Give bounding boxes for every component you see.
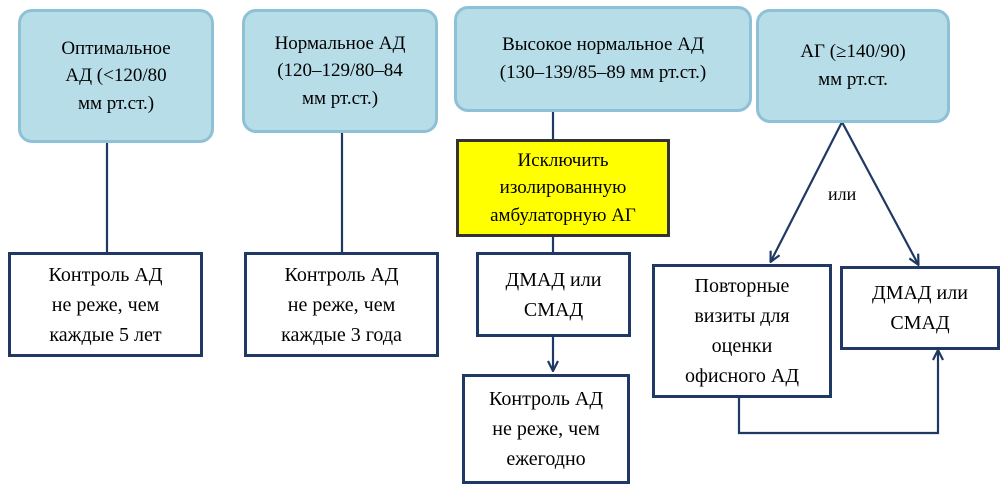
action-control-every-5-years: Контроль АД не реже, чем каждые 5 лет — [8, 252, 203, 357]
category-hypertension-text: АГ (≥140/90) мм рт.ст. — [800, 41, 906, 90]
category-high-normal-text: Высокое нормальное АД (130–139/85–89 мм … — [499, 34, 707, 83]
category-hypertension: АГ (≥140/90) мм рт.ст. — [756, 9, 950, 123]
action-repeat-visits-text: Повторные визиты для оценки офисного АД — [684, 275, 800, 387]
action-hbpm-left-text: ДМАД или СМАД — [505, 268, 602, 321]
category-normal-text: Нормальное АД (120–129/80–84 мм рт.ст.) — [274, 32, 406, 109]
action-control-yearly: Контроль АД не реже, чем ежегодно — [462, 374, 630, 484]
action-control-3y-text: Контроль АД не реже, чем каждые 3 года — [281, 263, 402, 346]
category-optimal-bp: Оптимальное АД (<120/80 мм рт.ст.) — [18, 9, 214, 143]
action-exclude-isolated-ambulatory-ht: Исключить изолированную амбулаторную АГ — [456, 139, 670, 237]
action-hbpm-right-text: ДМАД или СМАД — [872, 282, 968, 334]
action-hbpm-abpm-right: ДМАД или СМАД — [840, 266, 1000, 350]
action-control-5y-text: Контроль АД не реже, чем каждые 5 лет — [48, 263, 163, 346]
action-hbpm-abpm-left: ДМАД или СМАД — [476, 252, 631, 337]
connector-label-or: или — [828, 184, 857, 204]
action-exclude-text: Исключить изолированную амбулаторную АГ — [490, 149, 636, 226]
arrow-visits-to-hbpm — [737, 351, 938, 435]
action-control-yearly-text: Контроль АД не реже, чем ежегодно — [489, 388, 603, 470]
category-high-normal-bp: Высокое нормальное АД (130–139/85–89 мм … — [454, 6, 752, 112]
arrow-ag-to-hbpm — [841, 121, 918, 264]
action-repeat-office-visits: Повторные визиты для оценки офисного АД — [652, 264, 832, 398]
category-optimal-text: Оптимальное АД (<120/80 мм рт.ст.) — [61, 37, 171, 114]
category-normal-bp: Нормальное АД (120–129/80–84 мм рт.ст.) — [242, 9, 438, 133]
action-control-every-3-years: Контроль АД не реже, чем каждые 3 года — [244, 252, 439, 357]
arrow-ag-to-visits — [771, 121, 843, 261]
